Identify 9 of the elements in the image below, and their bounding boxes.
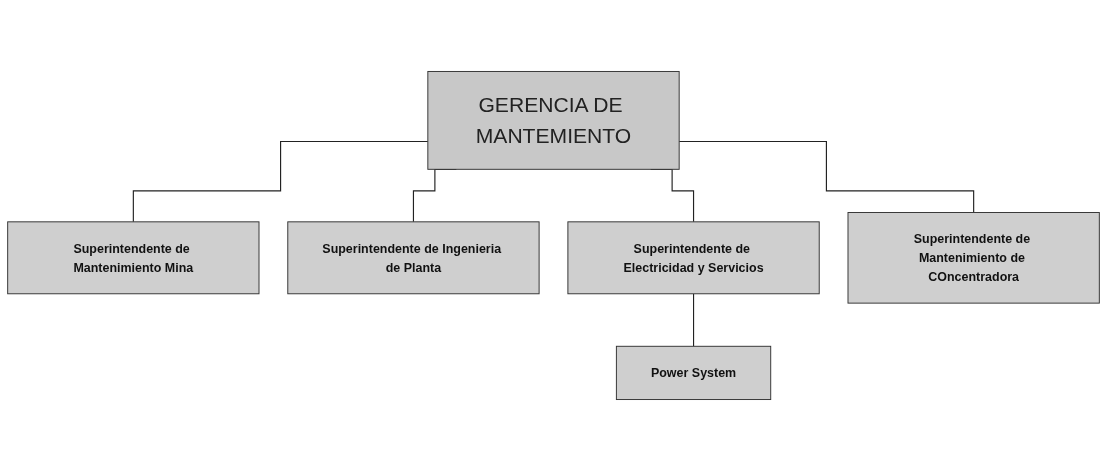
connector [692, 293, 695, 347]
node-box: GERENCIA DE MANTEMIENTO [427, 70, 680, 170]
node-box: Superintendente de Ingenieria de Planta [287, 221, 540, 295]
connector [678, 140, 975, 214]
node-box: Power System [615, 345, 772, 401]
node-box: Superintendente de Electricidad y Servicios [567, 221, 820, 295]
node-box: Superintendente de Mantenimiento de COncentradora [847, 212, 1100, 304]
node-box: Superintendente de Mantenimiento Mina [7, 221, 260, 295]
connector [132, 140, 429, 223]
